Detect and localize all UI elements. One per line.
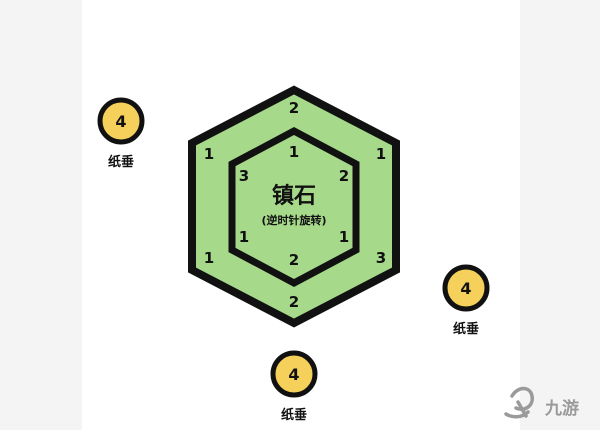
inner-upper-right-number: 2	[339, 167, 349, 185]
jiuyou-logo-icon	[504, 386, 534, 419]
center-title: 镇石	[272, 184, 316, 209]
outer-upper-right-number: 1	[376, 145, 386, 163]
outer-lower-right-number: 3	[376, 249, 386, 267]
token-bottom[interactable]: 4 纸垂	[270, 350, 318, 423]
token-right[interactable]: 4 纸垂	[442, 264, 490, 337]
watermark-text: 九游	[544, 398, 579, 419]
token-label: 纸垂	[108, 154, 134, 170]
inner-lower-right-number: 1	[339, 228, 349, 246]
token-label: 纸垂	[281, 407, 307, 423]
inner-hexagon	[228, 127, 360, 287]
inner-upper-left-number: 3	[239, 167, 249, 185]
inner-top-number: 1	[289, 143, 299, 161]
token-left[interactable]: 4 纸垂	[97, 97, 145, 170]
token-circle	[97, 97, 145, 145]
center-subtitle: (逆时针旋转)	[261, 213, 326, 227]
token-circle	[270, 350, 318, 398]
inner-lower-left-number: 1	[239, 228, 249, 246]
token-circle	[442, 264, 490, 312]
token-label: 纸垂	[453, 321, 479, 337]
outer-upper-left-number: 1	[204, 145, 214, 163]
outer-top-number: 2	[289, 99, 299, 117]
token-value: 4	[460, 279, 471, 298]
token-value: 4	[288, 365, 299, 384]
outer-bottom-number: 2	[289, 293, 299, 311]
inner-bottom-number: 2	[289, 251, 299, 269]
outer-lower-left-number: 1	[204, 249, 214, 267]
watermark: 九游	[504, 386, 579, 419]
token-value: 4	[115, 112, 126, 131]
